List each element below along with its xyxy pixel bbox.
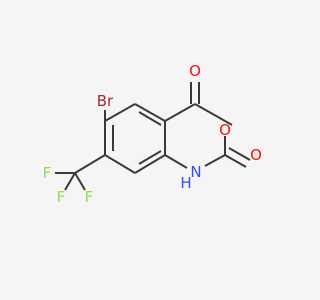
bond-c4a-c5 (134, 103, 166, 122)
bond-o3-c2 (224, 120, 233, 126)
bond-o3-c2-short (217, 116, 226, 122)
bond-c8-c7 (104, 154, 136, 174)
bond-c2-o-b (228, 147, 251, 161)
ring-oxygen-label: O (219, 121, 231, 139)
bond-cf3-f2 (74, 172, 86, 191)
bond-c4-o3 (194, 103, 219, 118)
bond-c7-cf3 (74, 154, 106, 174)
bond-c2-o-a (224, 154, 247, 168)
bond-c4a-c4 (164, 103, 196, 122)
bond-c8a-c8 (134, 154, 166, 174)
bond-c8a-n1 (164, 154, 188, 169)
bond-cf3-f3 (64, 172, 76, 191)
atom-labels: Br O O O N H F F F (43, 62, 262, 206)
carbonyl-oxygen-right-label: O (250, 146, 262, 164)
fluorine-1-label: F (43, 164, 52, 182)
molecule-svg: Br O O O N H F F F (43, 62, 262, 206)
molecule-diagram: Br O O O N H F F F (43, 62, 262, 206)
bond-c5-c6 (104, 103, 136, 122)
bond-c8a-c8-inner (138, 150, 162, 165)
bromine-label: Br (97, 92, 114, 110)
fluorine-2-label: F (85, 188, 94, 206)
hydrogen-label: H (180, 174, 191, 192)
nitrogen-label: N (190, 163, 201, 181)
bond-c2-n1-bond (204, 154, 226, 167)
carbonyl-oxygen-top-label: O (189, 62, 201, 80)
bond-c4a-c5-inner (138, 111, 162, 126)
fluorine-3-label: F (57, 188, 66, 206)
bonds (55, 82, 251, 191)
